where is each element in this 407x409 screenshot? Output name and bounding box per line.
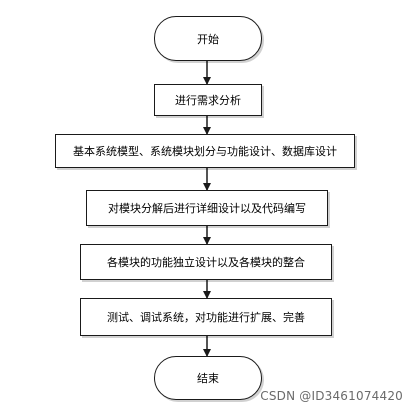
step-label-4: 各模块的功能独立设计以及各模块的整合 (107, 256, 305, 269)
step-label-1: 进行需求分析 (175, 94, 241, 107)
step-node-2: 基本系统模型、系统模块划分与功能设计、数据库设计 (55, 134, 355, 168)
watermark-text: CSDN @ID3461074420 (260, 389, 403, 403)
step-node-3: 对模块分解后进行详细设计以及代码编写 (86, 190, 328, 226)
end-label: 结束 (197, 372, 219, 385)
start-label: 开始 (197, 32, 219, 46)
step-label-2: 基本系统模型、系统模块划分与功能设计、数据库设计 (73, 145, 337, 158)
start-node: 开始 (154, 16, 262, 61)
step-node-4: 各模块的功能独立设计以及各模块的整合 (80, 244, 332, 280)
step-node-5: 测试、调试系统，对功能进行扩展、完善 (80, 298, 332, 336)
end-node: 结束 (154, 356, 262, 400)
step-label-5: 测试、调试系统，对功能进行扩展、完善 (107, 311, 305, 324)
step-node-1: 进行需求分析 (154, 84, 262, 116)
step-label-3: 对模块分解后进行详细设计以及代码编写 (108, 202, 306, 215)
